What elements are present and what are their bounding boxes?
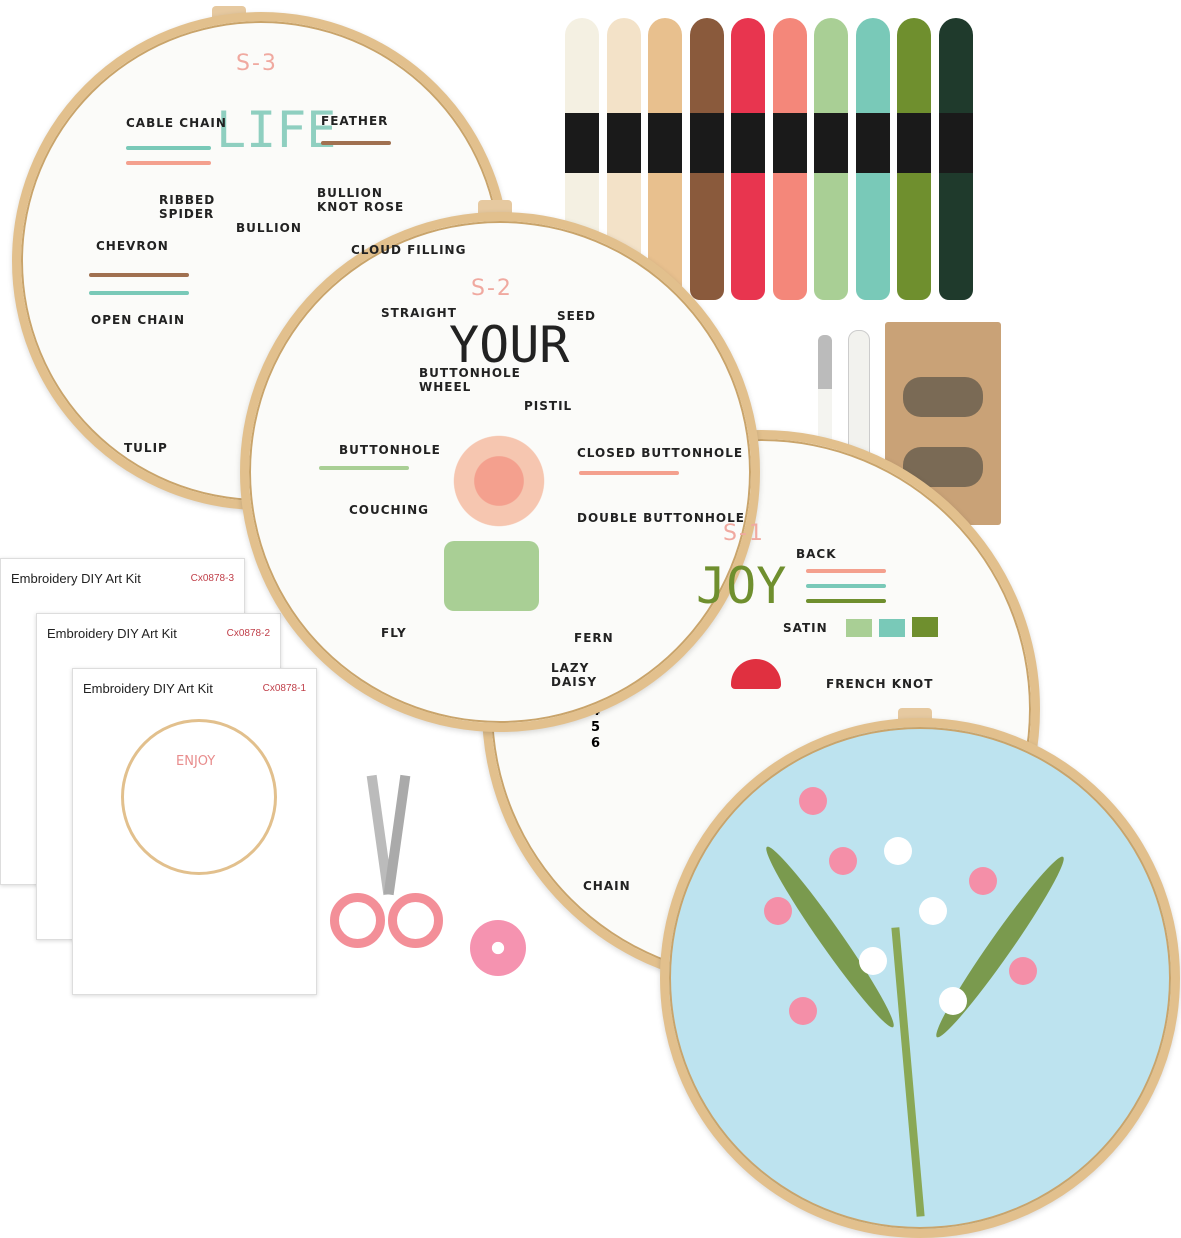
hoop-s2: S-2 YOUR STRAIGHT SEED BUTTONHOLE WHEEL … <box>240 212 760 732</box>
stitch-label: OPEN CHAIN <box>91 313 186 327</box>
thread-skein <box>731 18 765 300</box>
stitch-label: TULIP <box>124 441 168 455</box>
watering-can-embroidery <box>444 541 539 611</box>
thread-skein <box>855 18 890 300</box>
stitch-label: FERN <box>574 631 614 645</box>
hoop-code: S-3 <box>236 51 278 76</box>
hoop-lily-of-the-valley <box>660 718 1180 1238</box>
stitch-label: STRAIGHT <box>381 306 457 320</box>
stitch-label: BULLION <box>236 221 302 235</box>
hoop-code: S-2 <box>471 276 513 301</box>
stitch-label: CHEVRON <box>96 239 169 253</box>
stitch-label: BACK <box>796 547 837 561</box>
sheet-title: Embroidery DIY Art Kit <box>47 626 177 641</box>
thread-skein <box>689 18 724 300</box>
stitch-label: LAZY DAISY <box>551 661 598 689</box>
stitch-label: COUCHING <box>349 503 429 517</box>
row-number: 6 <box>591 736 601 751</box>
needle-threader <box>470 920 526 976</box>
mushroom-embroidery <box>731 659 781 689</box>
stitch-label: DOUBLE BUTTONHOLE <box>577 511 745 525</box>
stitch-label: BUTTONHOLE WHEEL <box>419 366 521 394</box>
sheet-code: Cx0878-1 <box>262 683 306 694</box>
sheet-title: Embroidery DIY Art Kit <box>83 681 213 696</box>
thread-skein <box>814 18 848 300</box>
stitch-label: FRENCH KNOT <box>826 677 934 691</box>
stitch-label: CLOUD FILLING <box>351 243 467 257</box>
thread-skein <box>938 18 973 300</box>
thread-skein <box>648 18 682 300</box>
stitch-label: CLOSED BUTTONHOLE <box>577 446 744 460</box>
hoop-code: S-1 <box>723 521 765 546</box>
scissors <box>330 774 445 975</box>
hoop-word: YOUR <box>449 316 570 374</box>
row-number: 5 <box>591 720 601 735</box>
stitch-label: CABLE CHAIN <box>126 116 227 130</box>
stitch-label: FLY <box>381 626 407 640</box>
hoop-word: JOY <box>696 557 787 615</box>
stitch-label: FEATHER <box>321 114 389 128</box>
hoop-word: LIFE <box>216 101 337 159</box>
flower-bouquet-embroidery <box>439 426 559 536</box>
sheet-code: Cx0878-3 <box>190 573 234 584</box>
thread-skein <box>772 18 807 300</box>
thread-skein <box>897 18 931 300</box>
sheet-title: Embroidery DIY Art Kit <box>11 571 141 586</box>
stitch-label: RIBBED SPIDER <box>159 193 216 221</box>
sheet-code: Cx0878-2 <box>226 628 270 639</box>
instruction-sheet: Embroidery DIY Art Kit Cx0878-1 ENJOY <box>72 668 317 995</box>
stitch-label: SEED <box>557 309 596 323</box>
stitch-label: SATIN <box>783 621 828 635</box>
stitch-label: BUTTONHOLE <box>339 443 441 457</box>
stitch-label: CHAIN <box>583 879 631 893</box>
stitch-label: BULLION KNOT ROSE <box>317 186 405 214</box>
stitch-label: PISTIL <box>524 399 573 413</box>
sheet-hoop-word: ENJOY <box>176 754 216 769</box>
